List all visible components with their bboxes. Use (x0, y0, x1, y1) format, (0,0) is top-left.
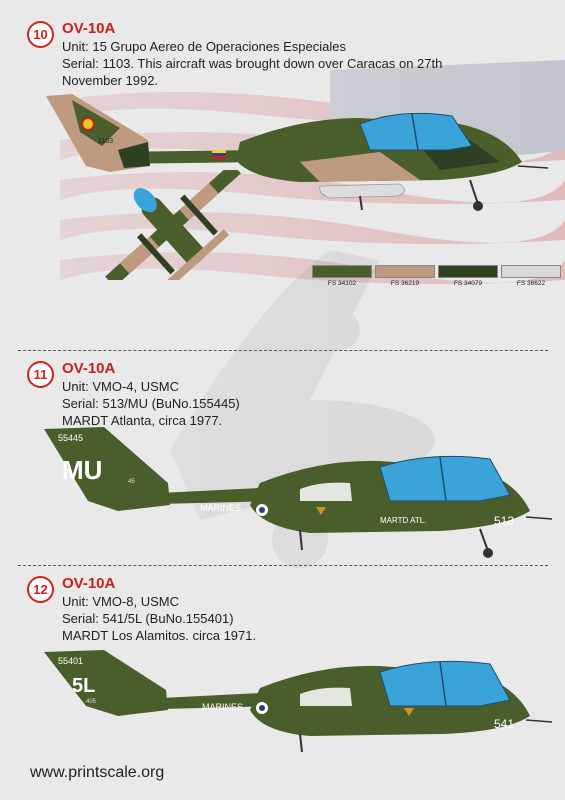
small-tail-text: 45 (128, 479, 135, 485)
profile-10: 10 OV-10A Unit: 15 Grupo Aereo de Operac… (0, 0, 565, 287)
aircraft-top-view (105, 170, 241, 280)
color-swatch: FS 36219 (375, 265, 435, 287)
description-line: November 1992. (62, 73, 159, 88)
tail-code-text: 5L (72, 675, 95, 697)
description-line: MARDT Los Alamitos. circa 1971. (62, 628, 257, 643)
aircraft-side-profile: 55401 5L 405 MARINES 541 (44, 650, 553, 753)
swatch-color-box (501, 265, 561, 278)
section-divider (18, 565, 548, 566)
aircraft-type-title: OV-10A (62, 360, 116, 377)
tail-serial-text: 1103 (98, 138, 113, 145)
profile-number-badge: 12 (27, 576, 54, 603)
tail-code-text: MU (62, 455, 102, 485)
description-line: Unit: VMO-4, USMC (62, 379, 180, 394)
profile-12: 12 OV-10A Unit: VMO-8, USMC Serial: 541/… (0, 570, 565, 760)
aircraft-side-profile: 55445 MU 45 MARINES MARTD ATL. 513 (44, 427, 553, 558)
description-line: Serial: 513/MU (BuNo.155445) (62, 396, 240, 411)
swatch-label: FS 34079 (453, 280, 483, 287)
swatch-color-box (438, 265, 498, 278)
description-line: Serial: 1103. This aircraft was brought … (62, 56, 443, 71)
color-swatch: FS 34079 (438, 265, 498, 287)
website-url[interactable]: www.printscale.org (30, 764, 165, 781)
swatch-label: FS 34102 (327, 280, 357, 287)
color-swatch: FS 36622 (501, 265, 561, 287)
buno-tail-text: 55445 (58, 433, 83, 443)
modex-text: 541 (494, 717, 514, 731)
description-line: Unit: VMO-8, USMC (62, 594, 180, 609)
aircraft-side-profile: 1103 (46, 94, 549, 211)
description-line: Unit: 15 Grupo Aereo de Operaciones Espe… (62, 39, 347, 54)
section-divider (18, 350, 548, 351)
description-line: Serial: 541/5L (BuNo.155401) (62, 611, 234, 626)
modex-text: 513 (494, 514, 514, 528)
swatch-color-box (375, 265, 435, 278)
color-swatch: FS 34102 (312, 265, 372, 287)
profile-number-badge: 11 (27, 361, 54, 388)
nose-station-text: MARTD ATL. (380, 516, 426, 525)
profile-number-badge: 10 (27, 21, 54, 48)
color-swatch-legend: FS 34102 FS 36219 FS 34079 FS 36622 (312, 265, 561, 287)
swatch-color-box (312, 265, 372, 278)
buno-tail-text: 55401 (58, 656, 83, 666)
marines-text: MARINES (202, 702, 243, 712)
description-line: MARDT Atlanta, circa 1977. (62, 413, 223, 428)
aircraft-type-title: OV-10A (62, 575, 116, 592)
aircraft-type-title: OV-10A (62, 20, 116, 37)
small-tail-text: 405 (86, 699, 97, 705)
profile-11: 11 OV-10A Unit: VMO-4, USMC Serial: 513/… (0, 355, 565, 570)
swatch-label: FS 36219 (390, 280, 420, 287)
swatch-label: FS 36622 (516, 280, 546, 287)
marines-text: MARINES (200, 503, 241, 513)
